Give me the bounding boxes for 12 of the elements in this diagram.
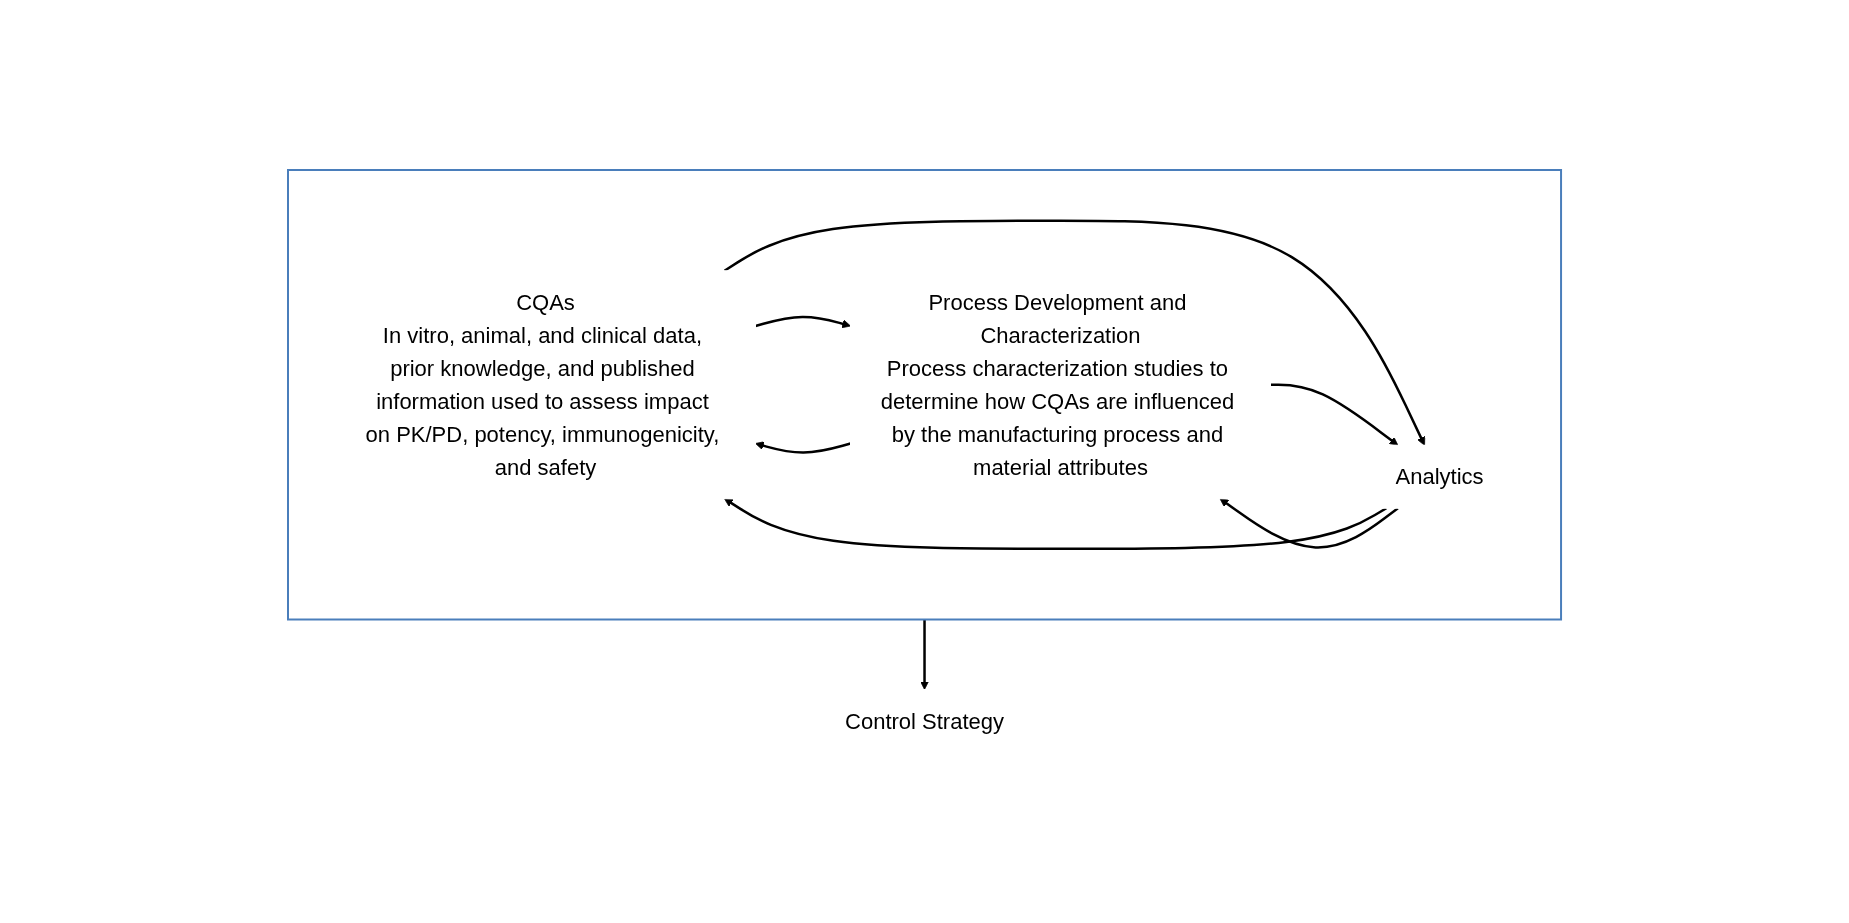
arrow	[724, 498, 1387, 551]
arrow	[920, 619, 929, 691]
node-text: Analytics	[1395, 464, 1484, 490]
cluster	[286, 169, 1562, 621]
arrow	[723, 219, 1426, 446]
node-text: Control Strategy	[845, 708, 1004, 734]
node-text: CQAs In vitro, animal, and clinical data, prior knowledge, and published information used to assess impact on PK/PD, potency, immunogenicity, and safety	[365, 290, 720, 480]
arrow	[755, 441, 851, 454]
arrow	[755, 316, 851, 329]
arrow	[1219, 498, 1399, 549]
node-text: Process Development and Characterization Process characterization studies to determine how CQAs are influenced by the manufacturing process and material attributes	[880, 290, 1235, 480]
arrow	[1270, 383, 1399, 446]
